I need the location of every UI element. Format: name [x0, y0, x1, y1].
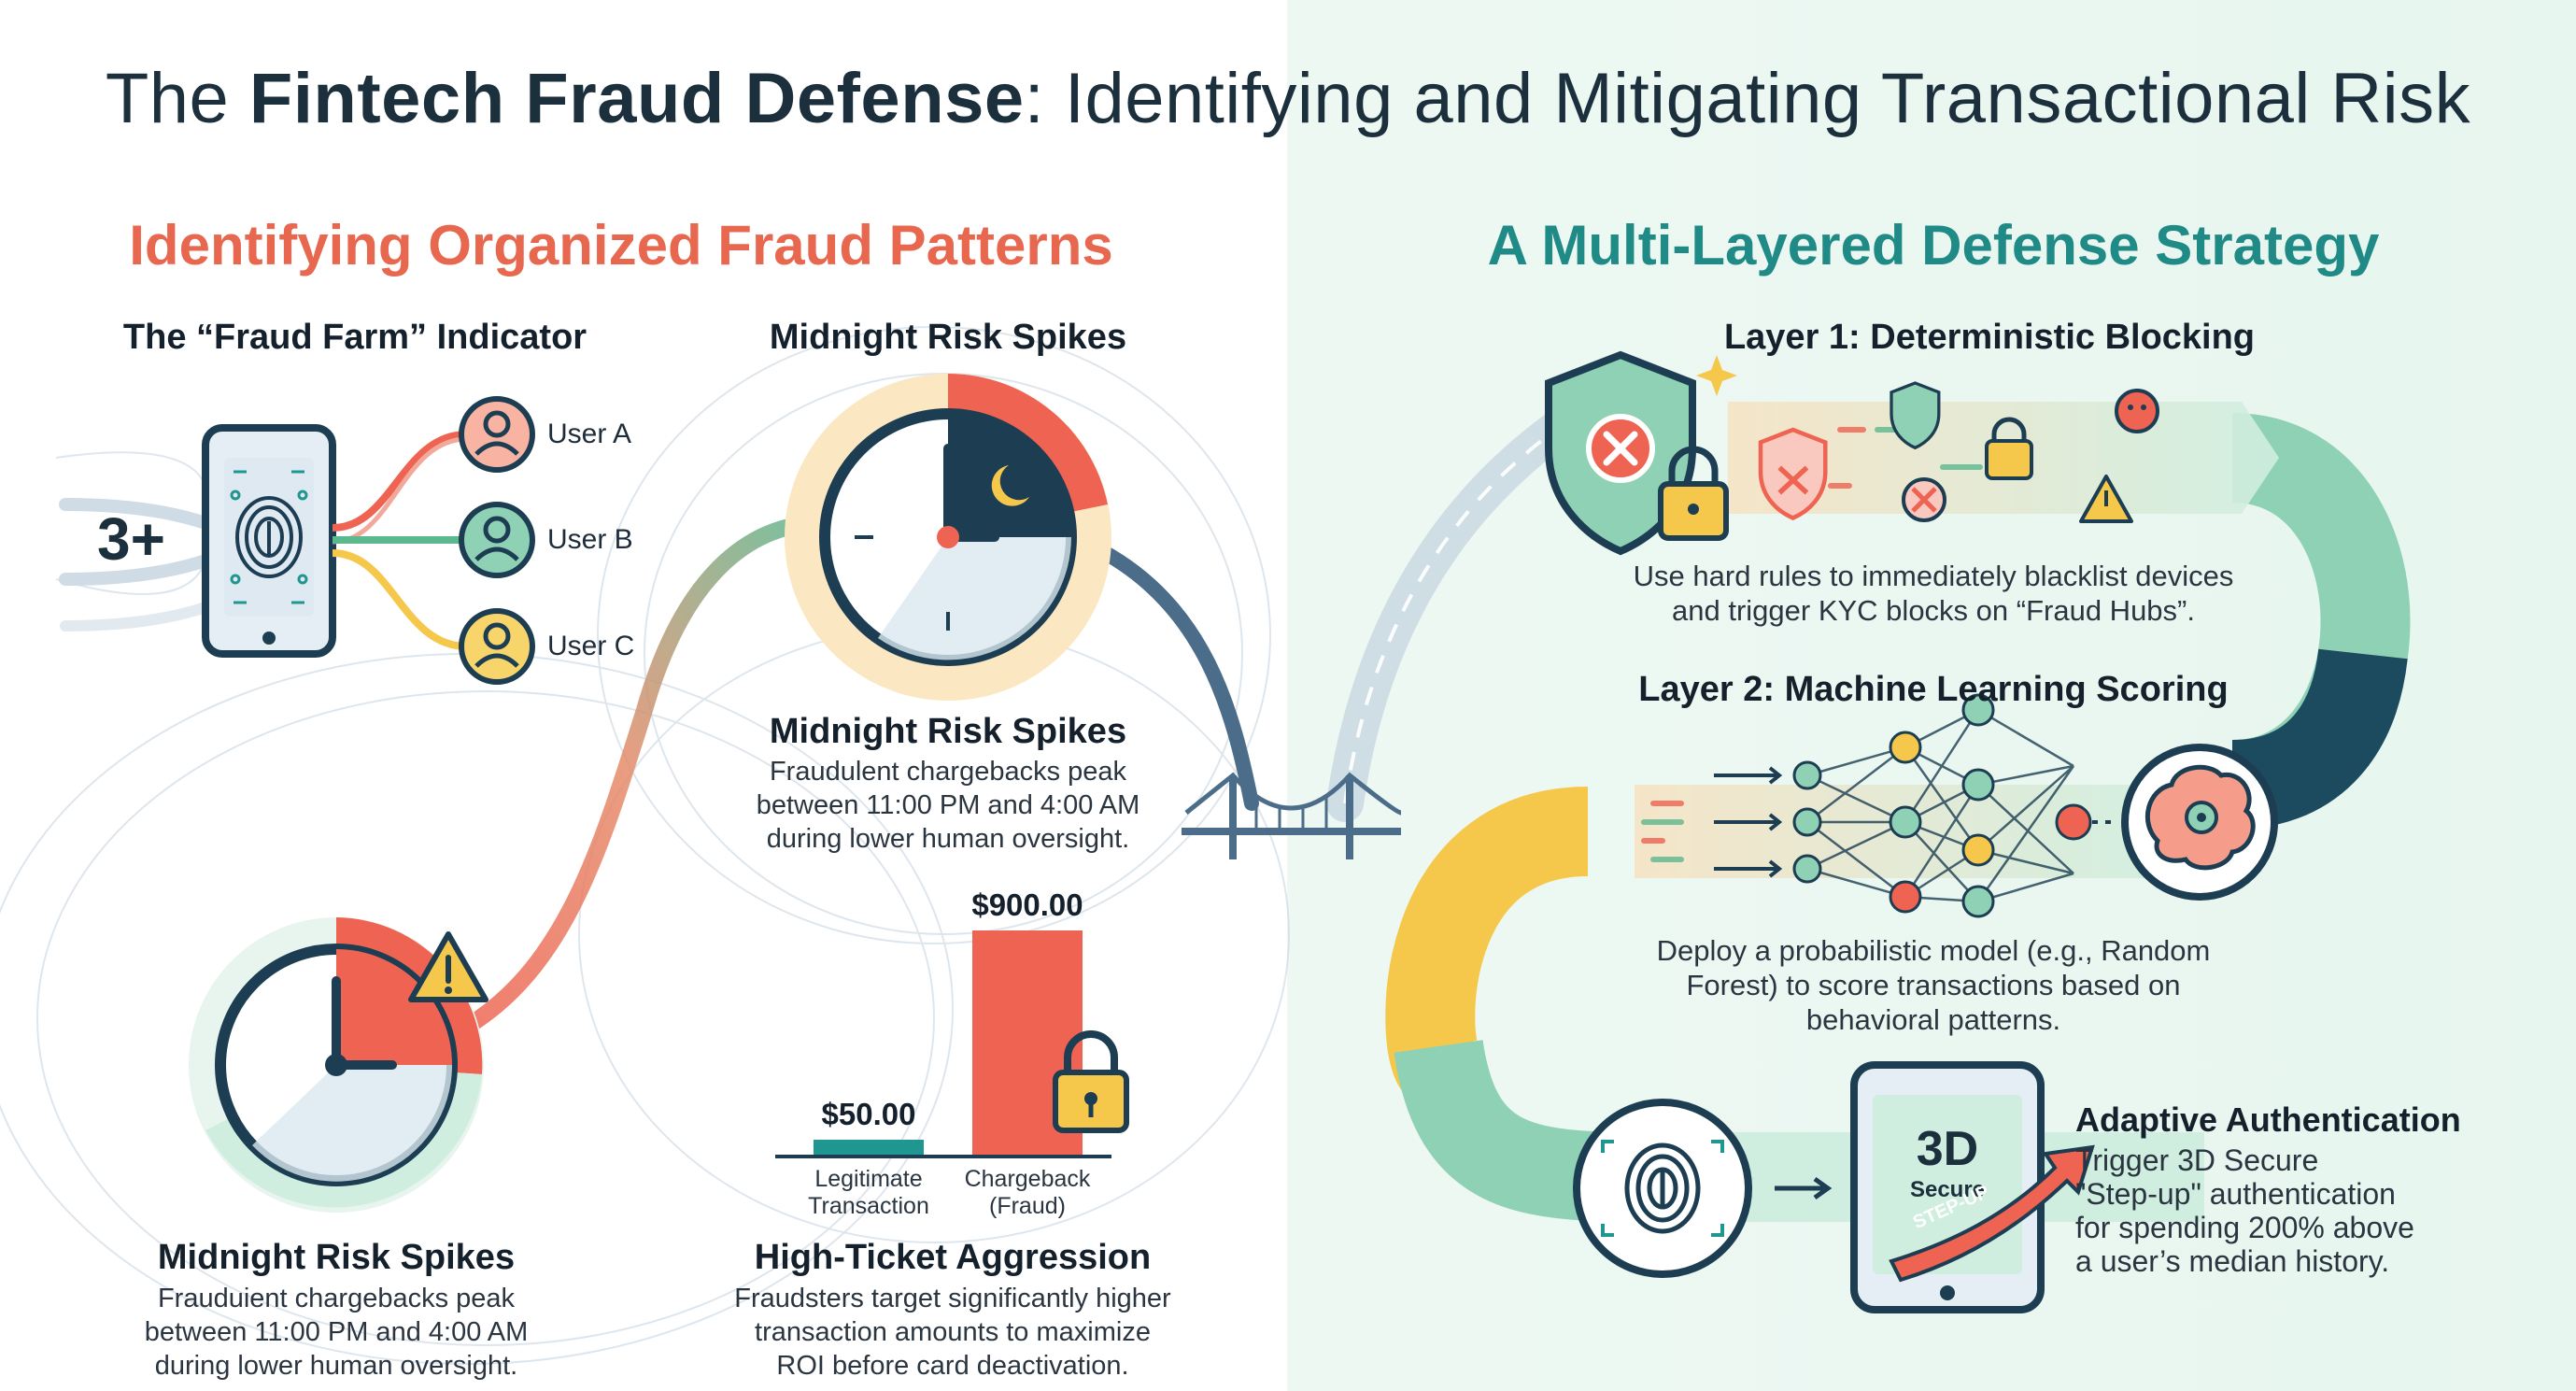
clock-icon-bottom [189, 917, 488, 1213]
shield-icon [1890, 381, 1941, 450]
midnight-bottom-caption: Frauduient chargebacks peak between 11:0… [144, 1284, 529, 1381]
clock-icon-top [785, 374, 1111, 701]
alarm-icon [2115, 389, 2159, 433]
midnight-top-caption: Fraudulent chargebacks peak between 11:0… [756, 757, 1140, 854]
user-icon [459, 396, 535, 473]
fingerprint-scan-icon [1573, 1099, 1752, 1278]
warning-icon [408, 931, 488, 1002]
device-count: 3+ [97, 505, 165, 573]
shield-icon [1758, 427, 1828, 520]
layer2-title: Layer 2: Machine Learning Scoring [1638, 670, 2229, 709]
high-ticket-caption: Fraudsters target significantly higher t… [734, 1284, 1171, 1381]
bar-category-chargeback: Chargeback(Fraud) [964, 1166, 1091, 1219]
fraud-farm-title: The “Fraud Farm” Indicator [122, 318, 587, 357]
brain-icon [2121, 744, 2278, 901]
user-label-c: User C [547, 631, 635, 661]
adaptive-title: Adaptive Authentication [2075, 1100, 2461, 1139]
phone-3d-label: 3D [1916, 1122, 1979, 1176]
adaptive-caption: Trigger 3D Secure "Step-up" authenticati… [2075, 1143, 2414, 1278]
midnight-top-caption-title: Midnight Risk Spikes [769, 712, 1127, 751]
user-icon [459, 608, 535, 685]
bar-value-label-legitimate: $50.00 [821, 1097, 916, 1131]
fingerprint-icon [235, 496, 303, 578]
fraud-farm-graphic [59, 396, 535, 685]
bar-value-label-chargeback: $900.00 [971, 887, 1083, 922]
user-icon [459, 502, 535, 578]
sparkle-icon [1696, 355, 1737, 396]
bridge-icon [1182, 772, 1402, 859]
right-section-heading: A Multi-Layered Defense Strategy [1487, 214, 2380, 277]
connecting-ribbon [440, 515, 830, 1045]
moon-icon [991, 465, 1029, 506]
warning-icon [2079, 475, 2133, 523]
high-ticket-title: High-Ticket Aggression [754, 1238, 1152, 1277]
lock-icon [1053, 1030, 1129, 1133]
phone-icon [1850, 1061, 2095, 1313]
user-label-b: User B [547, 524, 633, 555]
user-label-a: User A [547, 419, 632, 449]
phone-secure-label: Secure [1909, 1177, 1986, 1202]
lock-icon [1658, 446, 1729, 541]
neural-network-icon [1714, 693, 2152, 918]
blocked-icon [1902, 477, 1946, 522]
midnight-top-title: Midnight Risk Spikes [769, 318, 1127, 357]
background-swirls [0, 326, 1290, 1365]
layer2-caption: Deploy a probabilistic model (e.g., Rand… [1656, 934, 2211, 1036]
bar-legitimate [814, 1140, 924, 1155]
layer1-title: Layer 1: Deterministic Blocking [1723, 318, 2256, 357]
shield-icon [1545, 350, 1696, 556]
page-title: The Fintech Fraud Defense: Identifying a… [105, 59, 2471, 138]
left-section-heading: Identifying Organized Fraud Patterns [129, 214, 1113, 277]
midnight-bottom-title: Midnight Risk Spikes [157, 1238, 516, 1277]
layer1-caption: Use hard rules to immediately blacklist … [1633, 560, 2234, 627]
lock-icon [1985, 417, 2033, 480]
